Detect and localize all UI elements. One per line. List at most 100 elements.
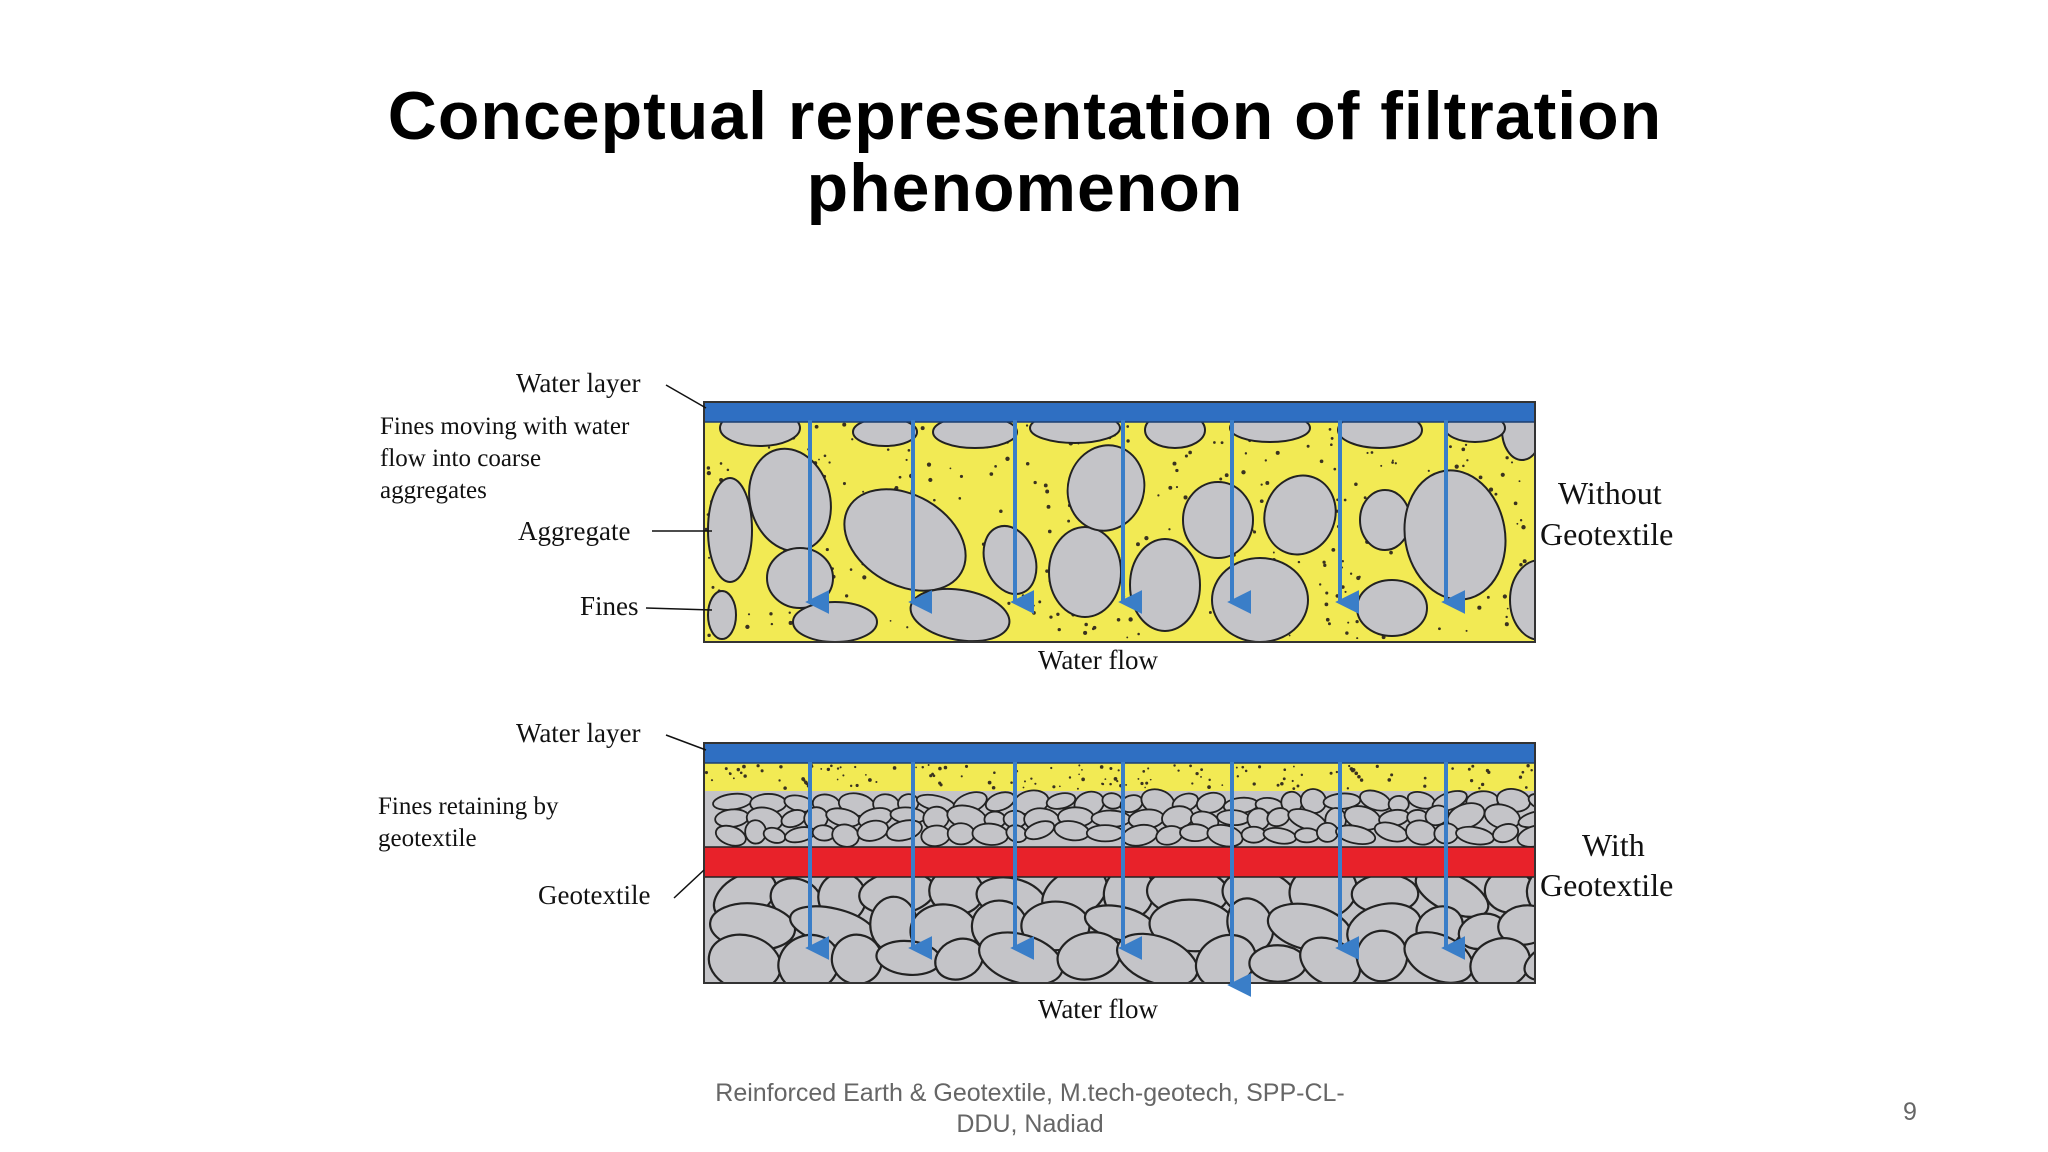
speckle bbox=[1208, 778, 1211, 782]
label-aggregate: Aggregate bbox=[518, 516, 630, 546]
speckle bbox=[1438, 627, 1441, 631]
speckle bbox=[1366, 451, 1369, 455]
speckle bbox=[1502, 594, 1507, 599]
speckle bbox=[844, 594, 849, 598]
speckle bbox=[825, 547, 829, 552]
speckle bbox=[1329, 771, 1333, 775]
speckle bbox=[1477, 605, 1482, 610]
speckle bbox=[1300, 773, 1304, 777]
speckle bbox=[1032, 611, 1036, 615]
speckle bbox=[994, 465, 997, 468]
speckle bbox=[1173, 764, 1176, 767]
water-layer bbox=[703, 401, 1536, 423]
speckle bbox=[933, 498, 936, 502]
panel-with-geotextile bbox=[703, 742, 1536, 997]
label-fines-moving-1: Fines moving with water bbox=[380, 413, 630, 440]
leader-line bbox=[645, 607, 713, 611]
speckle bbox=[1200, 775, 1202, 778]
speckle bbox=[1487, 770, 1491, 774]
speckle bbox=[760, 769, 764, 773]
speckle bbox=[1335, 770, 1339, 774]
label-geotextile: Geotextile bbox=[538, 880, 650, 910]
speckle bbox=[1128, 617, 1133, 622]
small-stone bbox=[1085, 824, 1125, 843]
speckle bbox=[1333, 467, 1337, 471]
water-layer bbox=[703, 742, 1536, 764]
speckle bbox=[1325, 617, 1330, 622]
label-with: With bbox=[1582, 827, 1645, 863]
speckle bbox=[1025, 461, 1030, 466]
speckle bbox=[1116, 780, 1119, 783]
speckle bbox=[1235, 766, 1238, 769]
speckle bbox=[1465, 629, 1468, 632]
speckle bbox=[769, 612, 773, 616]
speckle bbox=[823, 454, 827, 458]
speckle bbox=[1488, 487, 1494, 492]
speckle bbox=[964, 764, 969, 768]
speckle bbox=[1137, 632, 1140, 636]
speckle bbox=[1244, 769, 1248, 773]
speckle bbox=[1449, 445, 1452, 449]
speckle bbox=[719, 462, 723, 465]
speckle bbox=[949, 467, 952, 470]
speckle bbox=[1241, 470, 1246, 475]
speckle bbox=[724, 767, 728, 771]
speckle bbox=[1462, 464, 1465, 468]
speckle bbox=[1109, 766, 1113, 770]
speckle bbox=[1137, 777, 1140, 780]
speckle bbox=[1380, 464, 1383, 467]
speckle bbox=[1451, 767, 1454, 770]
speckle bbox=[820, 767, 823, 770]
large-stone bbox=[1525, 863, 1535, 919]
speckle bbox=[849, 568, 853, 571]
speckle bbox=[1033, 480, 1037, 485]
speckle bbox=[849, 784, 853, 788]
speckle bbox=[862, 575, 867, 580]
speckle bbox=[959, 474, 964, 479]
small-stone bbox=[1516, 824, 1535, 848]
speckle bbox=[1221, 784, 1224, 786]
speckle bbox=[1116, 618, 1121, 622]
speckle bbox=[711, 585, 715, 589]
speckle bbox=[1363, 496, 1367, 500]
speckle bbox=[1068, 776, 1072, 779]
speckle bbox=[1344, 590, 1347, 593]
speckle bbox=[1370, 451, 1374, 454]
speckle bbox=[1208, 610, 1212, 614]
speckle bbox=[1258, 765, 1262, 769]
speckle bbox=[1046, 504, 1051, 509]
speckle bbox=[767, 446, 771, 449]
speckle bbox=[1145, 781, 1149, 785]
speckle bbox=[1427, 469, 1430, 472]
speckle bbox=[1522, 559, 1527, 564]
speckle bbox=[865, 774, 867, 776]
speckle bbox=[1195, 771, 1199, 776]
speckle bbox=[1319, 459, 1324, 464]
speckle bbox=[708, 556, 711, 559]
speckle bbox=[1359, 778, 1364, 782]
speckle bbox=[1034, 782, 1037, 785]
speckle bbox=[747, 613, 751, 616]
speckle bbox=[1354, 771, 1359, 776]
speckle bbox=[1007, 601, 1011, 605]
speckle bbox=[1078, 764, 1081, 767]
speckle bbox=[943, 765, 948, 770]
speckle bbox=[836, 778, 839, 781]
speckle bbox=[1045, 489, 1050, 494]
speckle bbox=[886, 448, 890, 451]
speckle bbox=[1022, 786, 1025, 789]
speckle bbox=[1328, 427, 1332, 431]
speckle bbox=[1325, 591, 1329, 595]
speckle bbox=[1288, 634, 1291, 637]
speckle bbox=[732, 777, 735, 780]
speckle bbox=[1213, 441, 1216, 444]
speckle bbox=[1478, 475, 1483, 480]
speckle bbox=[1191, 782, 1194, 785]
label-fines: Fines bbox=[580, 591, 639, 621]
speckle bbox=[1521, 770, 1525, 774]
speckle bbox=[906, 626, 909, 629]
speckle bbox=[1526, 764, 1530, 768]
speckle bbox=[1091, 627, 1095, 631]
speckle bbox=[1505, 456, 1509, 460]
label-fines-moving-2: flow into coarse bbox=[380, 445, 541, 472]
